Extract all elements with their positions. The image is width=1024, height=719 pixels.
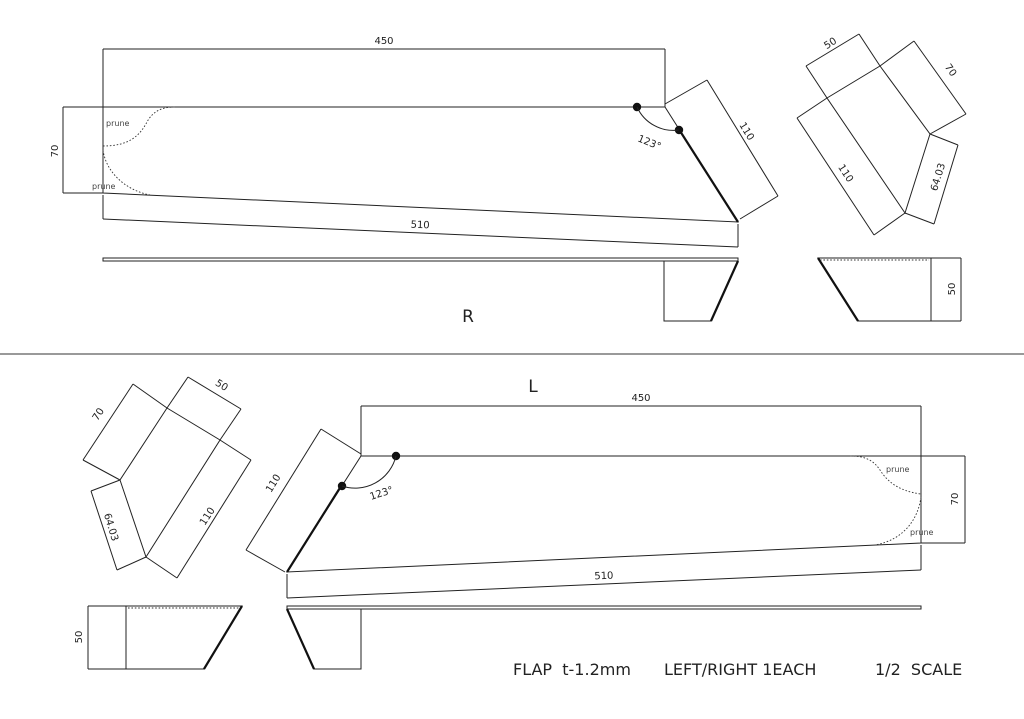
left-fold-panel-detail: 50 70 110 64.03 [82,376,252,579]
right-dim-450-text: 450 [374,36,393,47]
footer-quantity: LEFT/RIGHT 1EACH [664,660,816,679]
left-dim-110-line [245,428,322,551]
right-dim-110-ext-top [664,79,708,105]
right-dim-110-line [706,79,779,197]
left-flap-section: L prune prune 123° 450 70 510 110 [74,376,966,670]
right-dim-70-panel-line [913,40,967,115]
left-dim-110-panel-ext-b [145,556,178,579]
right-angle-arc [636,106,680,131]
right-dim-6403-ext-a [929,133,959,146]
right-dim-70-panel-ext-a [879,40,915,67]
right-dim-6403-ext-b [904,212,935,225]
left-dim-70-panel-text: 70 [91,406,107,423]
right-prune-curve-top [102,106,176,147]
left-dim-70-panel-line [82,383,134,461]
left-flap-label: L [528,377,538,397]
right-dim-110-panel-ext-a [796,97,828,119]
right-side-fold-face [663,260,739,322]
left-end-view: 50 [74,605,243,670]
left-dim-110-panel-ext-a [219,439,252,461]
right-dim-50-ext-a [805,65,828,99]
left-dim-6403-ext-b [116,556,147,571]
left-dim-50-depth-text: 50 [74,631,85,644]
left-prune-label-bottom: prune [910,528,934,537]
left-dim-110-text: 110 [264,473,283,495]
right-plate-outline [102,106,739,223]
right-panel-outline [826,65,931,215]
left-side-fold-edge [285,608,316,670]
right-dim-50-ext-b [858,33,881,67]
left-dim-70-panel-ext-a [132,383,168,409]
footer-part-spec: FLAP t-1.2mm [513,660,631,679]
right-plate-fold-edge [679,130,739,223]
right-dim-510-text: 510 [410,220,430,232]
title-block: FLAP t-1.2mm LEFT/RIGHT 1EACH 1/2 SCALE [513,660,962,679]
left-dim-110-ext-bottom [245,549,286,573]
left-dim-110-ext-top [320,428,362,455]
left-end-view-thick-edge [203,605,243,670]
right-dim-50-text: 50 [822,36,839,52]
left-angle-label: 123° [369,485,395,503]
left-dim-50-ext-b [219,408,242,441]
left-dim-450-text: 450 [631,393,650,404]
right-flap-section: prune prune 123° 450 70 510 110 [50,33,967,327]
left-dim-50-text: 50 [213,378,230,394]
left-plate-fold-edge [286,482,344,573]
left-dim-70-text: 70 [950,493,961,506]
right-angle-label: 123° [636,134,662,153]
right-dim-70-panel-text: 70 [942,62,958,79]
left-side-bar [286,605,922,610]
left-dim-110-panel-line [176,459,252,579]
right-dim-110-text: 110 [736,121,755,143]
left-panel-outline [119,407,221,559]
right-prune-curve-bottom [102,149,151,196]
right-dim-510-line [102,218,739,248]
left-angle-arc [341,455,397,489]
left-dim-6403-ext-a [90,479,121,492]
right-prune-label-bottom: prune [92,182,116,191]
right-dim-110-panel-line [796,117,875,236]
left-dim-6403-text: 64.03 [101,512,120,543]
left-dim-6403-line [90,490,118,571]
left-prune-curve-bottom [874,496,922,546]
right-dim-50-depth-text: 50 [947,283,958,296]
right-end-view-thick-edge [817,257,859,322]
left-side-fold-face [286,608,362,670]
footer-scale: 1/2 SCALE [875,660,962,679]
right-side-bar [102,257,739,262]
left-plate-outline [286,455,922,573]
right-dim-70-text: 70 [50,145,61,158]
left-dim-510-text: 510 [594,571,614,583]
left-dim-50-line [187,376,242,410]
right-end-view: 50 [817,257,962,322]
right-dim-110-panel-ext-b [873,212,906,236]
right-dim-50-line [805,33,860,67]
right-side-fold-edge [709,260,740,322]
left-dim-50-ext-a [166,376,189,409]
right-fold-panel-detail: 50 70 110 64.03 [796,33,967,236]
right-dim-70-panel-ext-b [929,113,967,135]
right-dim-6403-line [933,144,959,225]
left-dim-110-panel-text: 110 [198,506,218,528]
right-prune-label-top: prune [106,119,130,128]
right-dim-110-ext-bottom [739,195,779,220]
left-end-view-outline [125,605,243,670]
left-prune-curve-top [849,455,922,495]
left-dim-510-line [286,569,922,599]
left-dim-70-panel-ext-b [82,459,121,481]
right-flap-label: R [462,307,474,327]
left-prune-label-top: prune [886,465,910,474]
right-end-view-outline [817,257,932,322]
